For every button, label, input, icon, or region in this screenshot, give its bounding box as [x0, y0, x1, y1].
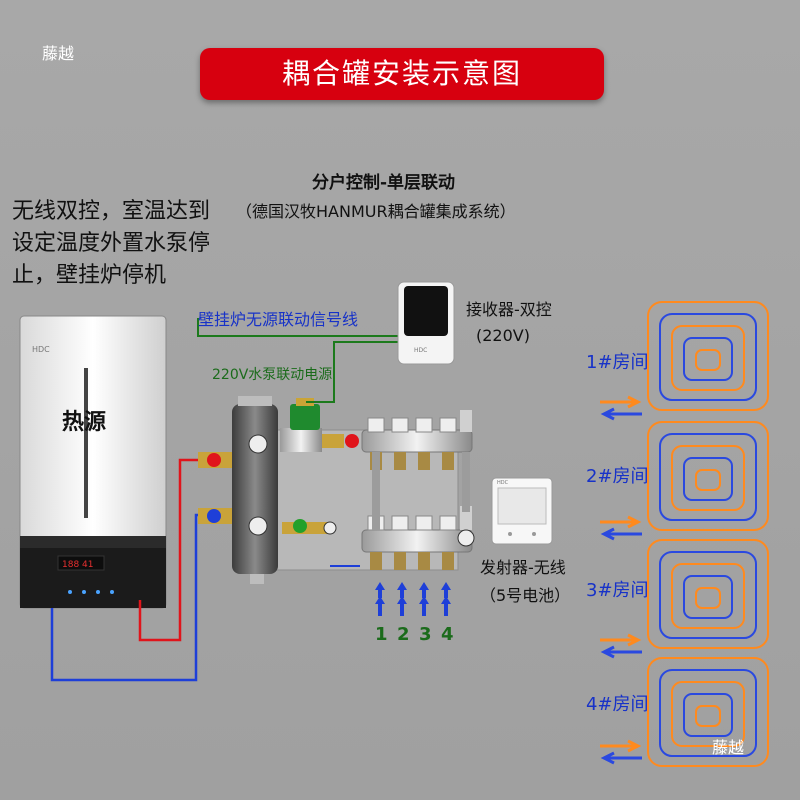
- svg-text:HDC: HDC: [414, 347, 427, 354]
- room-label: 4#房间: [586, 694, 649, 715]
- subtitle-bold: 分户控制-单层联动: [312, 173, 456, 193]
- pump-power-label: 220V水泵联动电源: [212, 367, 333, 383]
- room-label: 1#房间: [586, 352, 649, 373]
- receiver-label: 接收器-双控: [466, 300, 552, 319]
- note-line: 无线双控，室温达到: [12, 199, 211, 224]
- loop-number: 1: [375, 624, 388, 645]
- watermark-top: 藤越: [42, 44, 75, 63]
- room-flow-arrows: [600, 395, 642, 765]
- control-note: 无线双控，室温达到 设定温度外置水泵停 止，壁挂炉停机: [12, 196, 210, 292]
- receiver-device: HDC: [397, 281, 455, 365]
- circulation-pump: [280, 398, 359, 452]
- supply-pipe: [138, 458, 214, 642]
- loop-number: 2: [397, 624, 410, 645]
- tank-return-valve: [282, 519, 337, 535]
- loop-number: 3: [419, 624, 432, 645]
- floor-loop-room2: [647, 421, 769, 531]
- transmitter-label: 发射器-无线: [480, 558, 566, 577]
- floor-loop-room3: [647, 539, 769, 649]
- boiler-return-valve: [198, 508, 234, 524]
- receiver-voltage: (220V): [476, 326, 530, 345]
- note-line: 设定温度外置水泵停: [12, 231, 211, 256]
- svg-text:HDC: HDC: [32, 345, 50, 354]
- boiler-label: 热源: [62, 410, 107, 435]
- room-label: 2#房间: [586, 466, 649, 487]
- floor-loop-room1: [647, 301, 769, 411]
- wall-boiler: HDC 188 41: [19, 315, 167, 609]
- watermark-bottom: 藤越: [712, 738, 745, 757]
- room-label: 3#房间: [586, 580, 649, 601]
- loop-arrows: [375, 582, 451, 616]
- svg-text:188 41: 188 41: [62, 560, 94, 570]
- note-line: 止，壁挂炉停机: [12, 263, 167, 288]
- signal-wire: [197, 318, 398, 337]
- coupling-tank: [232, 396, 278, 584]
- pump-power-wire: [306, 341, 400, 403]
- title-banner: 耦合罐安装示意图: [200, 48, 604, 100]
- loop-number: 4: [441, 624, 454, 645]
- transmitter-battery: （5号电池）: [480, 586, 571, 605]
- subtitle-system: （德国汉牧HANMUR耦合罐集成系统）: [236, 202, 516, 221]
- floor-loop-room4: [647, 657, 769, 767]
- signal-line-label: 壁挂炉无源联动信号线: [198, 310, 359, 329]
- svg-text:HDC: HDC: [497, 480, 509, 486]
- boiler-supply-valve: [198, 452, 234, 468]
- transmitter-device: HDC: [491, 477, 553, 545]
